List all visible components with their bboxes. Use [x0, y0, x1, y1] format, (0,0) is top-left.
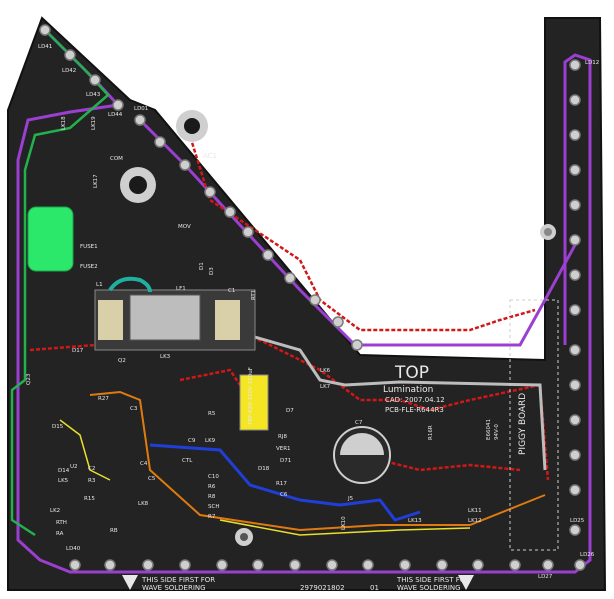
orange-trace [89, 390, 546, 532]
svg-text:R7: R7 [208, 514, 216, 520]
inductor-block [94, 276, 256, 351]
svg-text:R5: R5 [208, 411, 216, 417]
piggy-label: PIGGY BOARD [518, 393, 528, 455]
svg-text:D18: D18 [258, 466, 270, 472]
capacitor-c7 [333, 426, 391, 484]
svg-text:FUSE2: FUSE2 [80, 264, 98, 270]
svg-text:L1: L1 [96, 282, 103, 288]
svg-text:LD44: LD44 [108, 112, 123, 118]
yellow-capacitor [239, 374, 269, 431]
bottom-part: 2979021802 [300, 584, 345, 592]
svg-text:C4: C4 [140, 461, 148, 467]
svg-text:R6: R6 [208, 484, 216, 490]
svg-text:LD42: LD42 [62, 68, 76, 74]
mounting-holes [120, 110, 556, 546]
svg-text:LD26: LD26 [580, 552, 595, 558]
svg-text:LK8: LK8 [138, 501, 149, 507]
svg-text:LK6: LK6 [320, 368, 331, 374]
top-label: TOP [394, 363, 429, 383]
svg-text:LF1: LF1 [176, 286, 186, 292]
svg-text:C5: C5 [148, 476, 156, 482]
svg-text:AC1: AC1 [203, 152, 217, 160]
svg-text:LK18: LK18 [61, 116, 67, 130]
svg-text:LK3: LK3 [160, 354, 171, 360]
svg-text:LK7: LK7 [320, 384, 331, 390]
svg-text:RT1: RT1 [251, 290, 257, 300]
svg-text:D17: D17 [72, 348, 84, 354]
svg-text:D7: D7 [286, 408, 294, 414]
svg-text:LK5: LK5 [58, 478, 69, 484]
svg-text:R27: R27 [98, 396, 109, 402]
bottom-rev: 01 [370, 584, 379, 592]
svg-text:D15: D15 [52, 424, 64, 430]
piggy-board-area [509, 299, 559, 551]
svg-text:LK19: LK19 [91, 116, 97, 130]
cad-label: CAD: 2007.04.12 [385, 396, 445, 404]
svg-text:U2: U2 [70, 464, 78, 470]
svg-text:D3: D3 [209, 267, 215, 275]
svg-text:R15: R15 [84, 496, 95, 502]
svg-text:RJ8: RJ8 [278, 434, 287, 440]
svg-text:Q23: Q23 [26, 373, 32, 385]
svg-text:R3: R3 [88, 478, 96, 484]
svg-text:D71: D71 [280, 458, 291, 464]
svg-text:CTL: CTL [182, 458, 193, 464]
svg-text:SCH: SCH [208, 504, 219, 510]
svg-text:LK12: LK12 [468, 518, 482, 524]
svg-text:R17: R17 [276, 481, 287, 487]
ul-mark: E66041 [486, 419, 492, 440]
svg-text:D1: D1 [199, 262, 205, 270]
svg-text:C3: C3 [130, 406, 138, 412]
svg-text:RA: RA [56, 531, 64, 537]
svg-text:LD01: LD01 [134, 106, 148, 112]
svg-text:C7: C7 [355, 420, 363, 426]
svg-text:LK10: LK10 [341, 516, 347, 530]
svg-text:LD12: LD12 [585, 60, 599, 66]
wave-note-right-1: THIS SIDE FIRST FOR [396, 576, 470, 584]
svg-text:LK2: LK2 [50, 508, 60, 514]
svg-text:MOV: MOV [178, 224, 191, 230]
svg-text:LD43: LD43 [86, 92, 101, 98]
cap-text: TRF-E20-150V 150uF [248, 367, 254, 426]
svg-text:LD25: LD25 [570, 518, 585, 524]
svg-text:RTH: RTH [56, 520, 67, 526]
blue-trace [149, 443, 421, 522]
svg-text:D14: D14 [58, 468, 70, 474]
svg-text:C1: C1 [228, 288, 235, 294]
silkscreen: TOP Lumination CAD: 2007.04.12 PCB-FLE-R… [26, 44, 599, 592]
svg-text:LD27: LD27 [538, 574, 553, 580]
part-number-label: PCB-FLE-R644R3 [385, 406, 444, 414]
wave-note-right-2: WAVE SOLDERING [397, 584, 461, 592]
green-pad [27, 206, 74, 272]
svg-text:C2: C2 [88, 466, 95, 472]
svg-text:LD40: LD40 [66, 546, 81, 552]
ul-sub: 94V-0 [494, 424, 500, 440]
wave-note-left-1: THIS SIDE FIRST FOR [141, 576, 215, 584]
svg-text:J5: J5 [347, 496, 354, 502]
svg-text:R16R: R16R [428, 425, 434, 440]
svg-text:C10: C10 [208, 474, 219, 480]
svg-text:C9: C9 [188, 438, 196, 444]
svg-text:LK17: LK17 [93, 174, 99, 188]
svg-text:LK9: LK9 [205, 438, 216, 444]
wave-note-left-2: WAVE SOLDERING [142, 584, 206, 592]
svg-text:C6: C6 [280, 492, 288, 498]
svg-text:FUSE1: FUSE1 [80, 244, 98, 250]
brand-label: Lumination [383, 385, 433, 395]
yellow-traces [59, 419, 471, 536]
green-trace [10, 32, 110, 537]
gray-trace [229, 328, 547, 471]
svg-text:RB: RB [110, 528, 118, 534]
svg-text:LK11: LK11 [468, 508, 482, 514]
wave-arrows [122, 575, 474, 590]
led-pads [39, 24, 586, 571]
svg-text:R8: R8 [208, 494, 216, 500]
svg-text:LK13: LK13 [408, 518, 422, 524]
svg-text:VER1: VER1 [276, 446, 291, 452]
svg-text:COM: COM [110, 156, 123, 162]
svg-text:Q2: Q2 [118, 358, 126, 364]
svg-text:LD41: LD41 [38, 44, 52, 50]
